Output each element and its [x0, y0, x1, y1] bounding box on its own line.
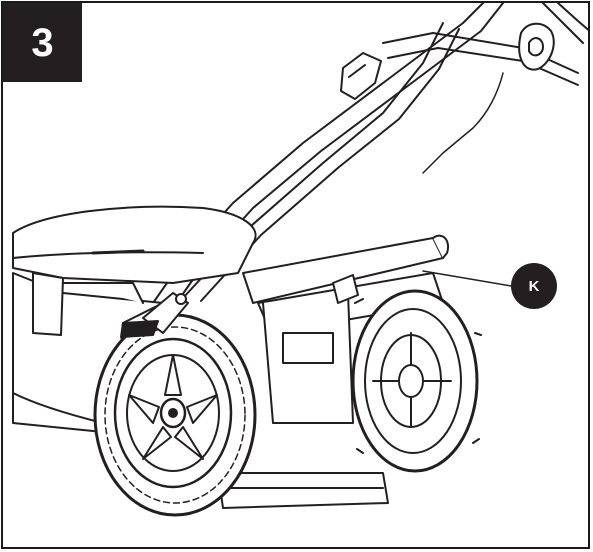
axle-bracket	[120, 274, 359, 338]
rear-wheel-right	[351, 289, 482, 473]
callout-leader	[422, 270, 512, 287]
callout-label: K	[528, 277, 540, 295]
cable	[422, 72, 504, 174]
step-number-badge: 3	[3, 3, 82, 82]
rear-wheel-left	[93, 313, 257, 517]
callout-k: K	[511, 263, 557, 309]
step-number: 3	[31, 20, 54, 65]
handle-clips	[340, 22, 555, 100]
mower-deck	[12, 205, 257, 434]
lawnmower-illustration	[12, 3, 588, 517]
rear-chute	[217, 234, 449, 509]
